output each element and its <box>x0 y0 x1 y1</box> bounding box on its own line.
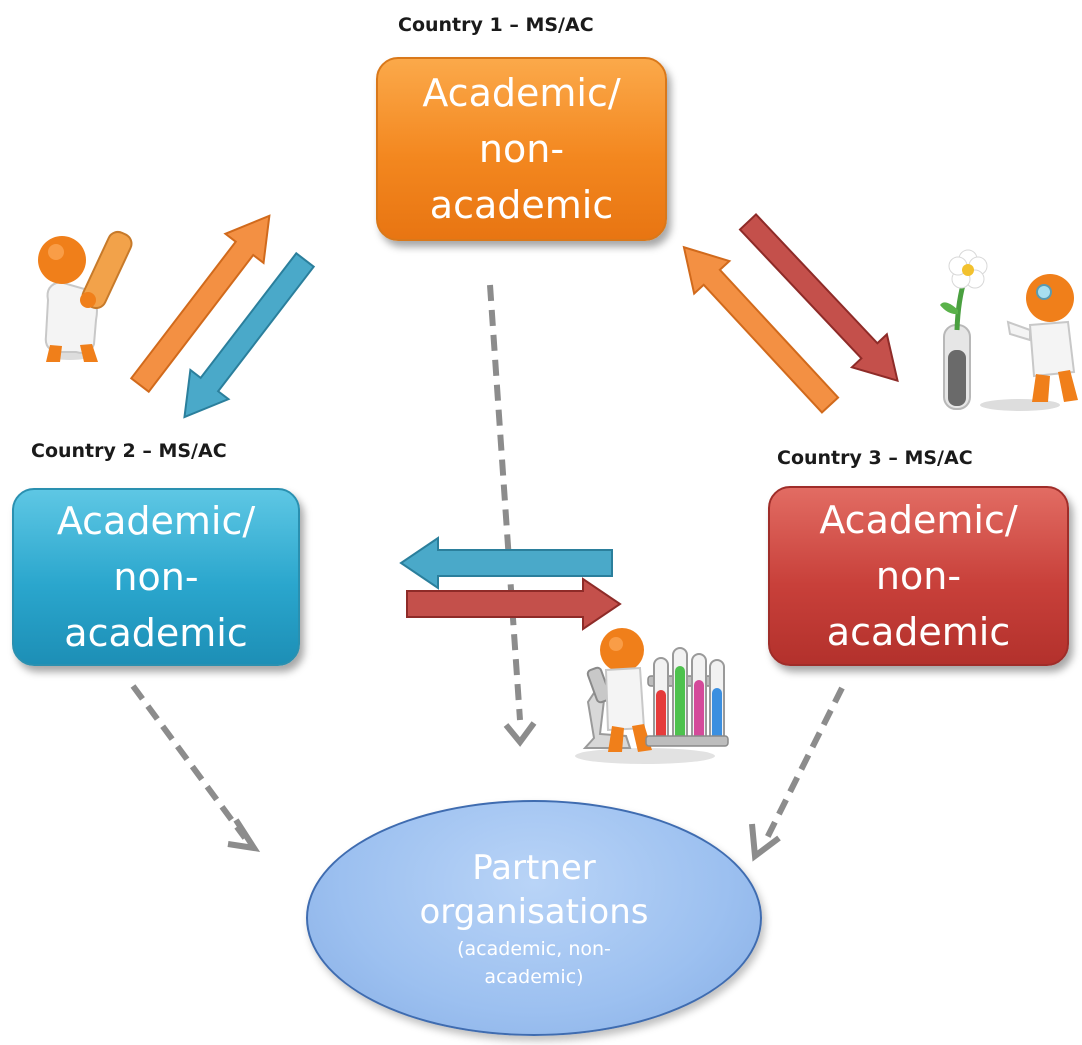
box-line: Academic/ <box>56 499 256 543</box>
partner-title-line: Partner <box>472 848 596 888</box>
partner-title-line: organisations <box>419 892 649 932</box>
box-line: Academic/ <box>819 498 1018 542</box>
dashed-connector-c2-partner <box>130 684 248 840</box>
arrow-c1-to-c2 <box>183 251 316 419</box>
country-1-label: Country 1 – MS/AC <box>398 14 594 36</box>
scientist-flower-icon <box>940 249 1078 411</box>
dashed-arrowhead-c1 <box>503 721 537 747</box>
arrow-c2-to-c3 <box>406 577 622 631</box>
scientist-microscope-icon <box>575 628 729 764</box>
partner-subtitle-line: (academic, non- <box>457 938 611 960</box>
dashed-connector-c3-partner <box>762 686 845 844</box>
box-line: academic <box>429 183 614 227</box>
country-3-box: Academic/ non- academic <box>768 486 1069 666</box>
box-line: non- <box>875 554 962 598</box>
dashed-arrowhead-c3 <box>749 823 781 862</box>
box-line: academic <box>64 611 248 655</box>
arrow-c1-to-c3 <box>738 213 899 383</box>
dashed-connector-c1-partner <box>487 284 523 721</box>
partner-subtitle-line: academic) <box>484 966 584 988</box>
scientist-test-tube-icon <box>38 230 133 362</box>
box-line: Academic/ <box>422 71 621 115</box>
dashed-arrowhead-c2 <box>227 818 261 852</box>
dashed-connectors <box>130 284 845 862</box>
country-2-box: Academic/ non- academic <box>12 488 300 666</box>
arrow-c3-to-c2 <box>399 536 613 590</box>
country-2-label: Country 2 – MS/AC <box>31 440 227 462</box>
box-line: non- <box>478 127 565 171</box>
country-3-label: Country 3 – MS/AC <box>777 447 973 469</box>
partner-organisations-ellipse: Partner organisations (academic, non- ac… <box>306 800 762 1036</box>
arrow-c3-to-c1 <box>682 245 840 414</box>
arrow-c2-to-c1 <box>129 214 271 394</box>
box-line: non- <box>113 555 199 599</box>
country-1-box: Academic/ non- academic <box>376 57 667 241</box>
box-line: academic <box>826 610 1011 654</box>
